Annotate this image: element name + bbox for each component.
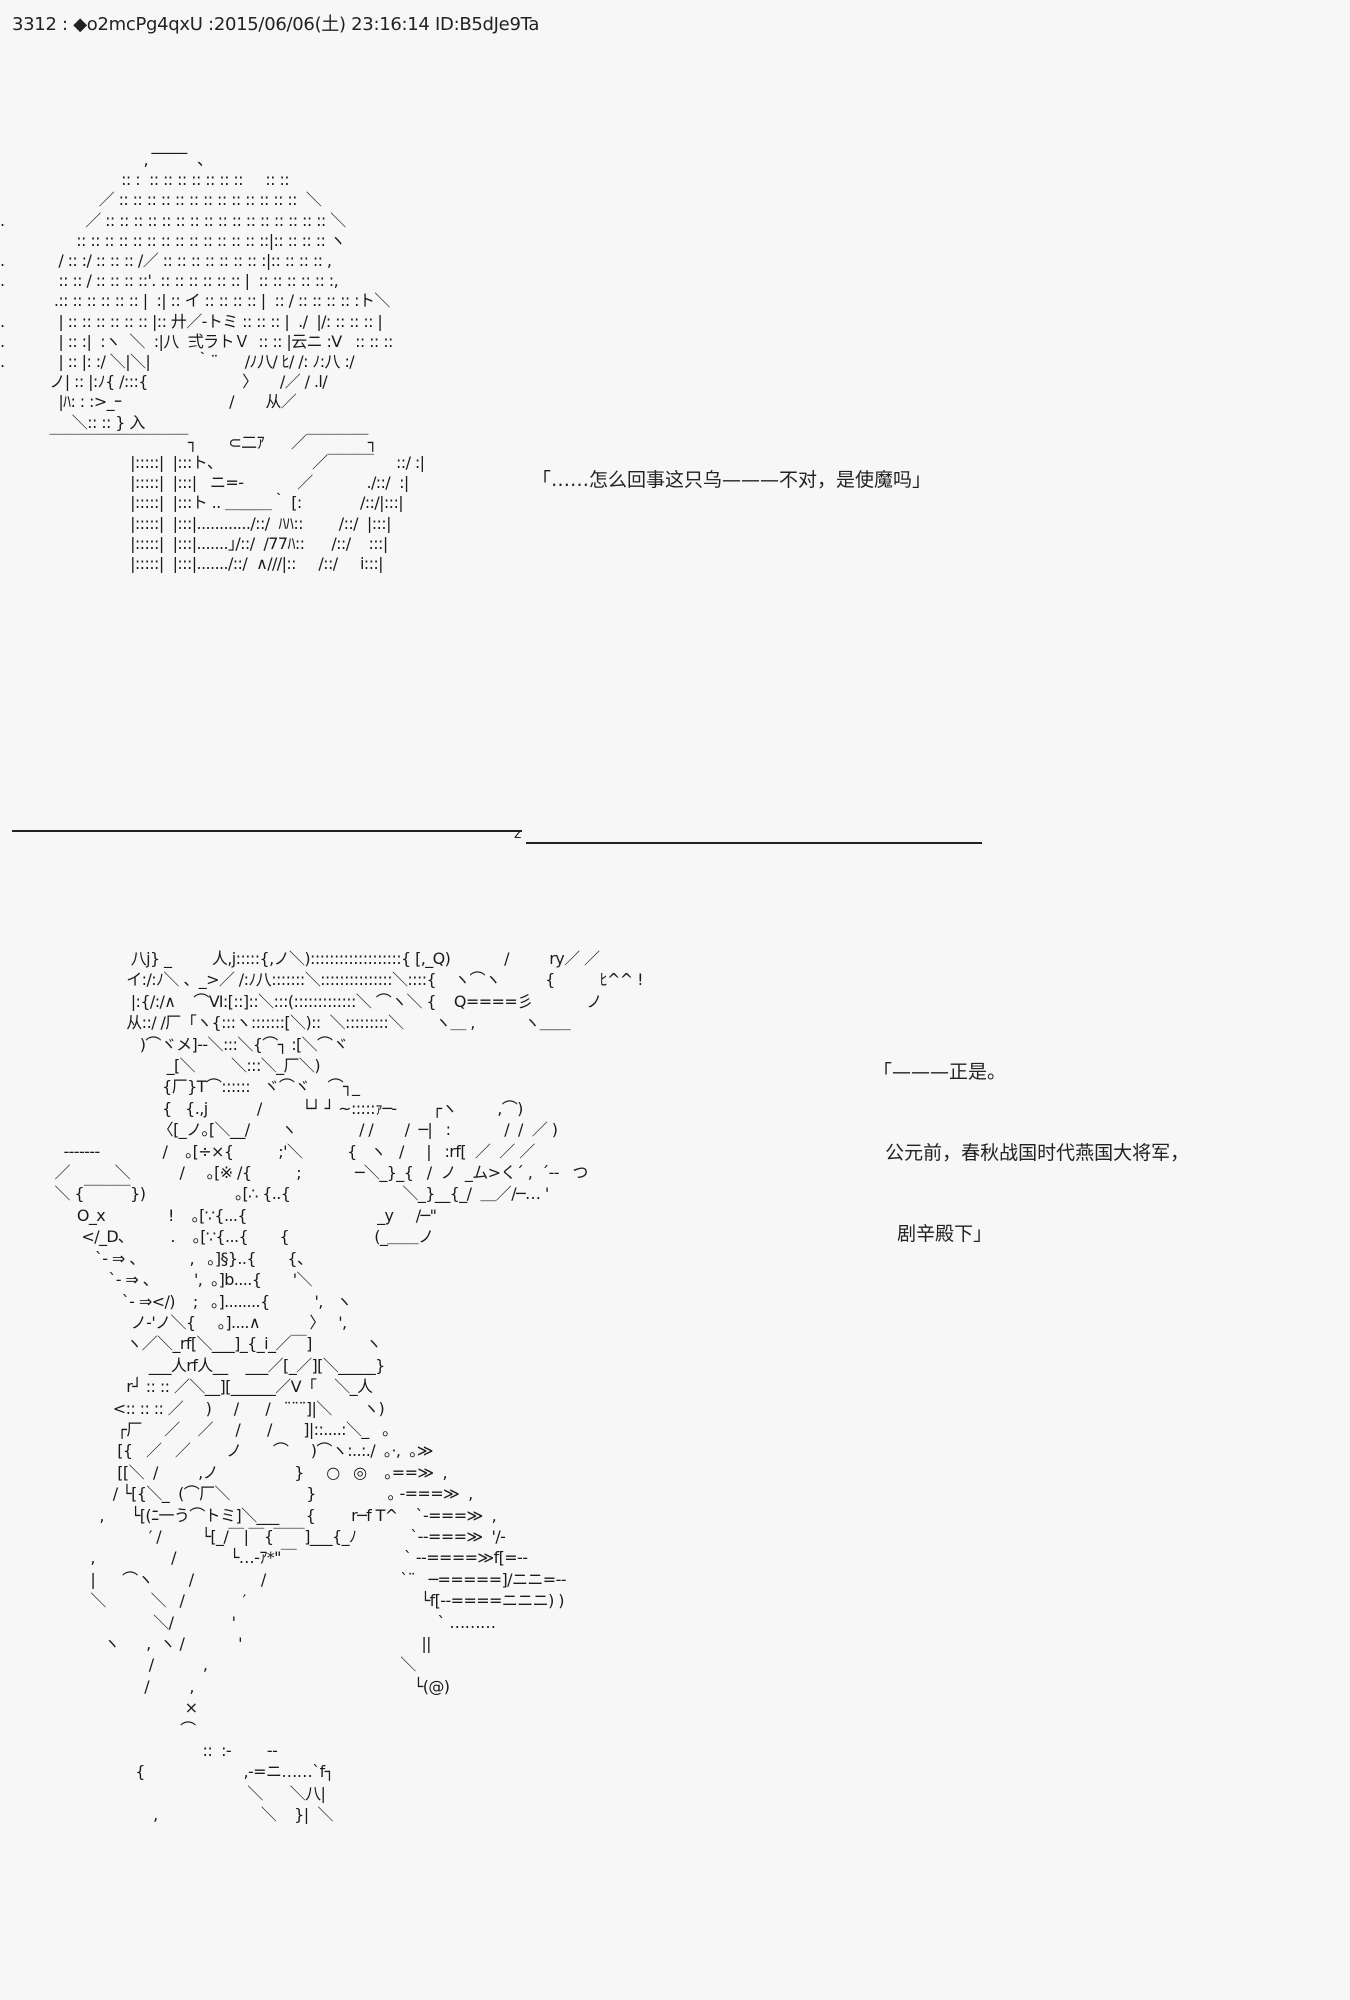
dialogue-line-3: 剧辛殿下」 [873,1223,993,1245]
dialogue-scene-1: 「……怎么回事这只乌———不对，是使魔吗」 [532,469,932,491]
dialogue-scene-2: 「———正是。 公元前，春秋战国时代燕国大将军， 剧辛殿下」 [873,1005,1189,1275]
divider-left-line [12,830,522,832]
dialogue-line-2: 公元前，春秋战国时代燕国大将军， [873,1142,1190,1164]
ascii-art-scene-2: 八j} _ 人,j:::::{,ノ＼):::::::::::::::::::{ … [54,949,643,1825]
divider-marker: z [514,826,522,842]
divider-right-line [526,842,982,844]
post-header-text: 3312 : ◆o2mcPg4qxU :2015/06/06(土) 23:16:… [12,14,540,35]
ascii-art-scene-1: , ̄ ̄ ̄ ̄ ̄ ̄ ̄ ̄ ､ :: : :: :: :: :: :: … [0,150,425,574]
dialogue-line-1: 「———正是。 [873,1061,1007,1083]
post-header: 3312 : ◆o2mcPg4qxU :2015/06/06(土) 23:16:… [12,10,539,36]
